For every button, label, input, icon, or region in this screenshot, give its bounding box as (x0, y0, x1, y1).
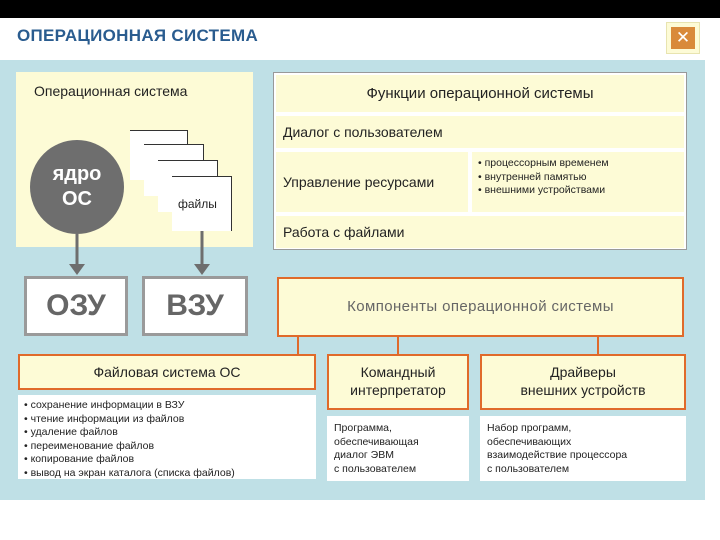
interpreter-desc-line: диалог ЭВМ (334, 449, 394, 461)
top-bar (0, 0, 720, 18)
page-title: ОПЕРАЦИОННАЯ СИСТЕМА (17, 26, 259, 45)
file-system-header: Файловая система ОС (18, 354, 316, 390)
kernel-to-ozu-arrowhead (69, 264, 85, 275)
drivers-title-line1: Драйверы (550, 364, 616, 380)
close-button[interactable]: ✕ (666, 22, 700, 54)
vzu-box: ВЗУ (142, 276, 248, 336)
drivers-desc-line: с пользователем (487, 462, 570, 475)
drivers-desc-line: Набор программ, (487, 422, 572, 434)
interpreter-title-line2: интерпретатор (350, 382, 446, 398)
file-card (172, 176, 232, 231)
ozu-box: ОЗУ (24, 276, 128, 336)
kernel-circle: ядро ОС (30, 140, 124, 234)
file-system-item: сохранение информации в ВЗУ (24, 399, 316, 413)
interpreter-header: Командный интерпретатор (327, 354, 469, 410)
interpreter-desc-line: с пользователем (334, 462, 417, 475)
drivers-title-line2: внешних устройств (520, 382, 646, 398)
file-system-list: сохранение информации в ВЗУ чтение инфор… (18, 395, 316, 479)
drivers-description: Набор программ, обеспечивающих взаимодей… (480, 416, 686, 481)
file-system-item: копирование файлов (24, 453, 316, 467)
drivers-desc-line: взаимодействие процессора (487, 449, 628, 461)
interpreter-desc-line: обеспечивающая (334, 435, 419, 448)
function-files: Работа с файлами (276, 216, 684, 248)
function-dialog: Диалог с пользователем (276, 116, 684, 148)
interpreter-description: Программа, обеспечивающая диалог ЭВМ с п… (327, 416, 469, 481)
files-to-vzu-arrowhead (194, 264, 210, 275)
drivers-header: Драйверы внешних устройств (480, 354, 686, 410)
connector-line (397, 337, 399, 354)
files-label: файлы (178, 197, 217, 211)
interpreter-title-line1: Командный (360, 364, 436, 380)
resource-list: процессорным временем внутренней памятью… (472, 152, 684, 212)
resource-item: процессорным временем (478, 157, 684, 171)
connector-line (597, 337, 599, 354)
components-title: Компоненты операционной системы (277, 277, 684, 337)
functions-table: Функции операционной системы Диалог с по… (273, 72, 687, 250)
os-panel-title: Операционная система (34, 83, 188, 99)
function-resources: Управление ресурсами (276, 152, 468, 212)
drivers-desc-line: обеспечивающих (487, 435, 572, 448)
connector-line (297, 337, 299, 354)
kernel-label-line1: ядро (52, 163, 102, 185)
resource-item: внешними устройствами (478, 184, 684, 198)
file-system-item: переименование файлов (24, 440, 316, 454)
interpreter-desc-line: Программа, (334, 422, 392, 434)
file-system-item: чтение информации из файлов (24, 413, 316, 427)
kernel-label-line2: ОС (62, 188, 92, 210)
functions-header: Функции операционной системы (276, 75, 684, 112)
close-icon[interactable]: ✕ (671, 27, 695, 49)
file-system-item: удаление файлов (24, 426, 316, 440)
resource-item: внутренней памятью (478, 171, 684, 185)
file-system-item: вывод на экран каталога (списка файлов) (24, 467, 316, 481)
